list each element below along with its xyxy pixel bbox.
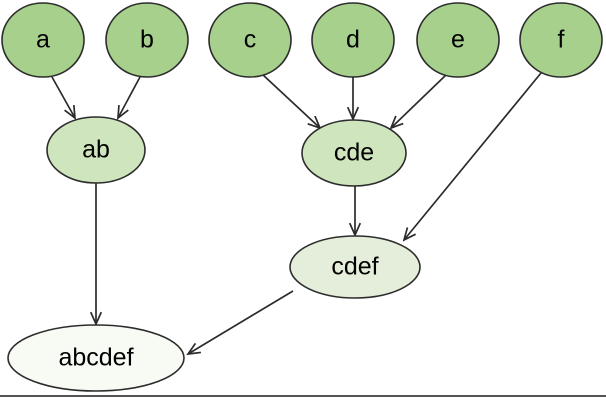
node-label-a: a <box>36 26 50 54</box>
arrowhead-icon <box>117 104 129 120</box>
node-b[interactable]: b <box>105 2 189 78</box>
arrowhead-icon <box>64 104 77 120</box>
node-shape-cdef[interactable] <box>289 235 421 299</box>
edge-line <box>403 72 542 241</box>
arrowhead-icon <box>402 227 417 242</box>
node-cdef[interactable]: cdef <box>289 235 421 299</box>
arrowhead-icon <box>348 222 362 238</box>
edge-line <box>390 73 448 129</box>
node-cde[interactable]: cde <box>301 119 407 187</box>
node-shape-ab[interactable] <box>46 116 146 184</box>
edge-line <box>187 290 294 355</box>
node-shape-e[interactable] <box>416 2 500 78</box>
edge-e-to-cde <box>389 73 448 130</box>
node-a[interactable]: a <box>1 2 85 78</box>
edge-f-to-cdef <box>402 72 542 242</box>
node-d[interactable]: d <box>311 2 395 78</box>
node-f[interactable]: f <box>519 2 603 78</box>
node-label-e: e <box>451 26 465 54</box>
edge-line <box>117 76 141 119</box>
node-label-ab: ab <box>82 136 110 164</box>
node-shape-d[interactable] <box>311 2 395 78</box>
node-label-c: c <box>244 26 257 54</box>
node-label-abcdef: abcdef <box>58 344 133 372</box>
node-abcdef[interactable]: abcdef <box>7 324 185 392</box>
edge-a-to-ab <box>51 76 77 120</box>
arrowhead-icon <box>389 115 404 130</box>
edge-cdef-to-abcdef <box>186 290 294 356</box>
node-shape-cde[interactable] <box>301 119 407 187</box>
edge-b-to-ab <box>117 76 141 120</box>
node-shape-f[interactable] <box>519 2 603 78</box>
node-label-cdef: cdef <box>331 253 378 281</box>
node-shape-b[interactable] <box>105 2 189 78</box>
node-shape-c[interactable] <box>208 2 292 78</box>
edge-line <box>51 76 76 119</box>
edge-ab-to-abcdef <box>89 183 103 327</box>
arrowhead-icon <box>346 106 360 122</box>
node-e[interactable]: e <box>416 2 500 78</box>
edge-cde-to-cdef <box>348 186 362 238</box>
node-shape-abcdef[interactable] <box>7 324 185 392</box>
edges-layer <box>51 72 542 356</box>
node-label-d: d <box>346 26 360 54</box>
arrowhead-icon <box>89 311 103 327</box>
node-label-b: b <box>140 26 154 54</box>
edge-c-to-cde <box>261 73 322 130</box>
edge-line <box>261 73 321 129</box>
node-label-f: f <box>558 26 565 54</box>
arrowhead-icon <box>186 342 202 356</box>
node-label-cde: cde <box>334 139 374 167</box>
node-shape-a[interactable] <box>1 2 85 78</box>
node-c[interactable]: c <box>208 2 292 78</box>
node-ab[interactable]: ab <box>46 116 146 184</box>
edge-d-to-cde <box>346 77 360 122</box>
